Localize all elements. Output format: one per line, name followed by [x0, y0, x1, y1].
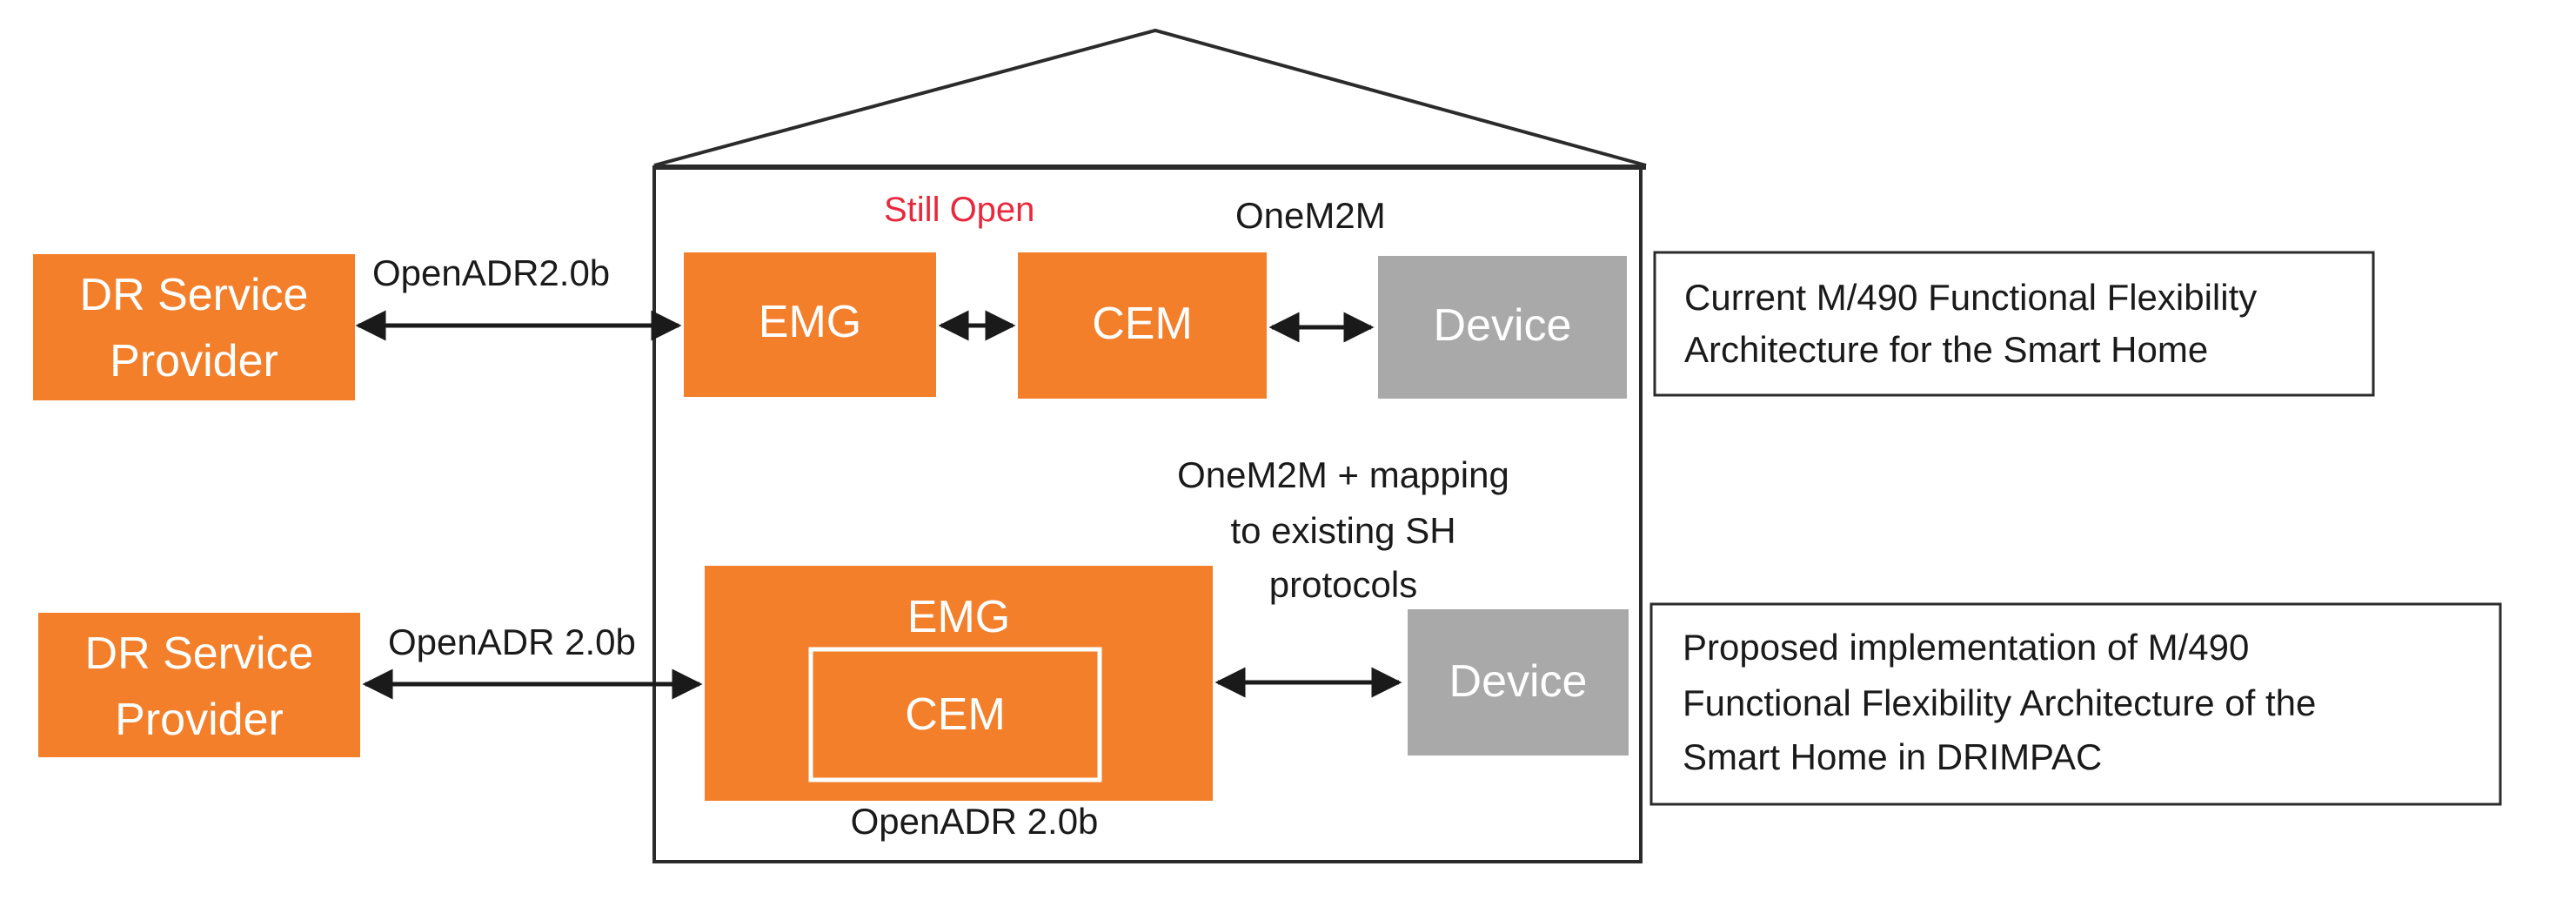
- openadr-label-bottom: OpenADR 2.0b: [388, 621, 636, 662]
- dr-service-provider-box-bottom: [38, 613, 360, 757]
- emg-label-bottom: EMG: [907, 592, 1010, 642]
- dr-service-provider-label-bottom-line1: DR Service: [85, 628, 314, 679]
- still-open-label: Still Open: [884, 191, 1034, 229]
- caption-box-bottom: [1649, 602, 2502, 806]
- house-outline: [652, 28, 1647, 863]
- openadr-inner-label: OpenADR 2.0b: [851, 801, 1099, 842]
- caption-bottom-line2: Functional Flexibility Architecture of t…: [1683, 682, 2316, 723]
- dr-service-provider-label-top-line1: DR Service: [80, 270, 309, 320]
- house-body: [652, 165, 1643, 863]
- cem-box-top: [1018, 252, 1267, 399]
- dr-service-provider-label-top-line2: Provider: [110, 336, 278, 386]
- emg-label-top: EMG: [759, 297, 861, 347]
- house-roof: [653, 28, 1647, 167]
- openadr-label-top: OpenADR2.0b: [372, 252, 610, 293]
- caption-bottom-line1: Proposed implementation of M/490: [1683, 627, 2249, 668]
- device-label-bottom: Device: [1449, 656, 1588, 707]
- device-label-top: Device: [1434, 300, 1572, 351]
- device-box-bottom: [1408, 609, 1629, 756]
- caption-box-top: [1653, 251, 2375, 397]
- caption-top-line1: Current M/490 Functional Flexibility: [1684, 277, 2257, 318]
- cem-label-bottom: CEM: [905, 689, 1006, 740]
- caption-top-line2: Architecture for the Smart Home: [1684, 329, 2208, 370]
- mapping-label-line3: protocols: [1269, 564, 1417, 605]
- onem2m-label: OneM2M: [1235, 195, 1386, 236]
- cem-box-bottom: [808, 647, 1102, 782]
- mapping-label-line1: OneM2M + mapping: [1177, 454, 1509, 495]
- cem-label-top: CEM: [1092, 299, 1193, 349]
- dr-service-provider-label-bottom-line2: Provider: [115, 695, 284, 745]
- mapping-label-line2: to existing SH: [1230, 510, 1455, 551]
- device-box-top: [1378, 256, 1627, 399]
- emg-box-top: [684, 252, 936, 397]
- dr-service-provider-box-top: [33, 254, 355, 400]
- caption-bottom-line3: Smart Home in DRIMPAC: [1683, 736, 2102, 777]
- emg-box-bottom: [705, 566, 1213, 801]
